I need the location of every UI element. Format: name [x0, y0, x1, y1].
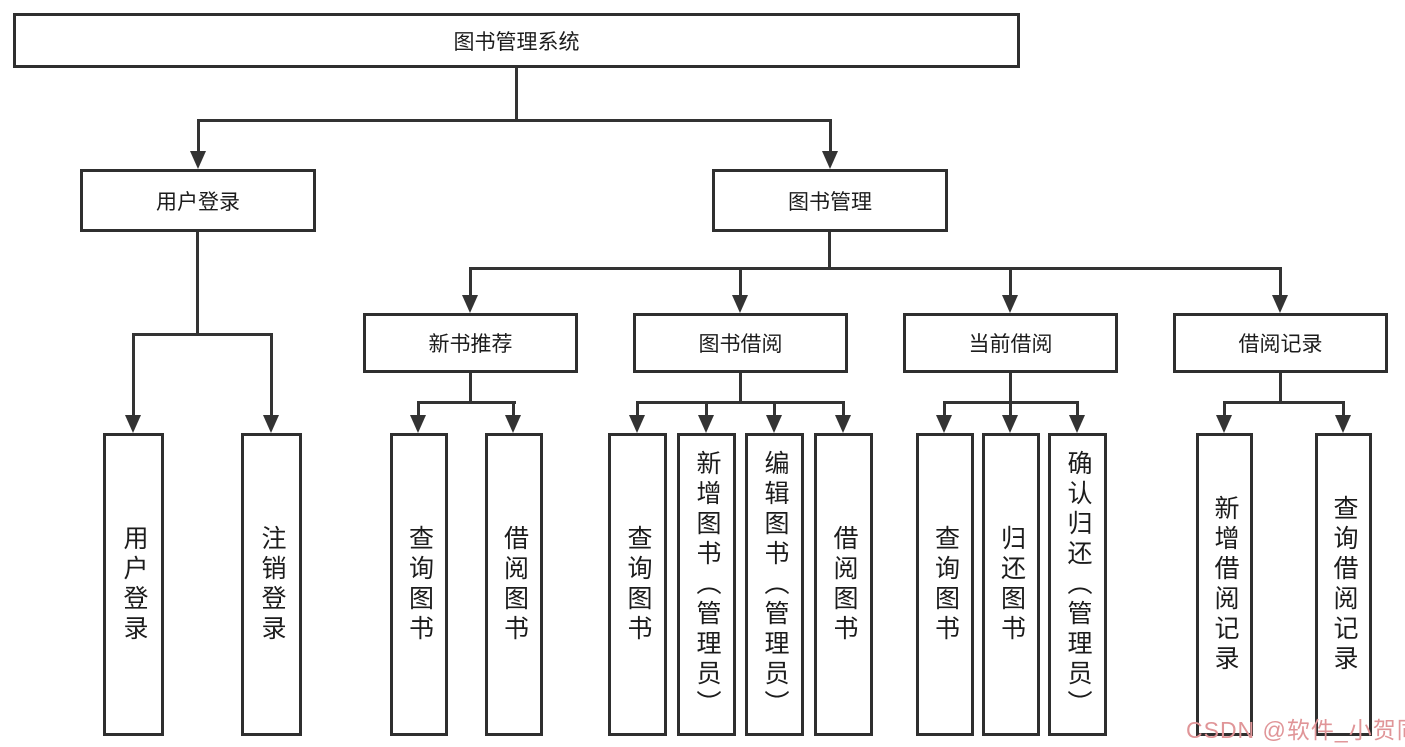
- connector-vline: [1009, 401, 1012, 417]
- node-label: 新增图书（管理员）: [693, 449, 721, 720]
- arrow-down-icon: [835, 415, 851, 433]
- arrow-down-icon: [936, 415, 952, 433]
- connector-vline: [196, 232, 199, 336]
- connector-hline: [469, 267, 1282, 270]
- arrow-down-icon: [263, 415, 279, 433]
- node-label: 借阅图书: [830, 524, 858, 645]
- node-label: 确认归还（管理员）: [1064, 449, 1092, 720]
- arrow-down-icon: [1002, 415, 1018, 433]
- connector-vline: [943, 401, 946, 417]
- arrow-down-icon: [822, 151, 838, 169]
- node-label: 借阅图书: [500, 524, 529, 645]
- node-label: 查询借阅记录: [1330, 494, 1358, 675]
- arrow-down-icon: [462, 295, 478, 313]
- connector-vline: [636, 401, 639, 417]
- leaf-add-books-admin: 新增图书（管理员）: [677, 433, 736, 736]
- connector-vline: [1076, 401, 1079, 417]
- arrow-down-icon: [766, 415, 782, 433]
- connector-vline: [469, 267, 472, 297]
- arrow-down-icon: [1335, 415, 1351, 433]
- leaf-query-books-recommend: 查询图书: [390, 433, 448, 736]
- connector-vline: [1342, 401, 1345, 417]
- arrow-down-icon: [410, 415, 426, 433]
- node-borrow-records: 借阅记录: [1173, 313, 1388, 373]
- arrow-down-icon: [505, 415, 521, 433]
- arrow-down-icon: [1069, 415, 1085, 433]
- node-label: 编辑图书（管理员）: [761, 449, 789, 720]
- connector-vline: [1009, 373, 1012, 404]
- connector-hline: [197, 119, 832, 122]
- node-library-system: 图书管理系统: [13, 13, 1020, 68]
- connector-vline: [705, 401, 708, 417]
- node-user-login: 用户登录: [80, 169, 316, 232]
- node-label: 用户登录: [156, 190, 240, 214]
- connector-vline: [739, 373, 742, 404]
- leaf-query-books-current: 查询图书: [916, 433, 974, 736]
- arrow-down-icon: [190, 151, 206, 169]
- node-label: 图书借阅: [698, 333, 783, 356]
- node-label: 图书管理: [788, 190, 872, 214]
- connector-vline: [739, 267, 742, 297]
- node-label: 借阅记录: [1238, 333, 1323, 356]
- leaf-user-login: 用户登录: [103, 433, 164, 736]
- connector-vline: [828, 232, 831, 270]
- arrow-down-icon: [629, 415, 645, 433]
- node-label: 查询图书: [405, 524, 434, 645]
- connector-vline: [1279, 373, 1282, 404]
- node-current-borrow: 当前借阅: [903, 313, 1118, 373]
- node-label: 注销登录: [258, 524, 286, 645]
- node-label: 查询图书: [931, 524, 960, 645]
- connector-vline: [512, 401, 515, 417]
- arrow-down-icon: [732, 295, 748, 313]
- csdn-watermark: CSDN @软件_小贺同学: [1186, 717, 1405, 743]
- node-label: 当前借阅: [968, 333, 1053, 356]
- connector-vline: [417, 401, 420, 417]
- node-book-borrow: 图书借阅: [633, 313, 848, 373]
- connector-vline: [1223, 401, 1226, 417]
- connector-vline: [469, 373, 472, 404]
- node-label: 新书推荐: [428, 333, 513, 356]
- connector-vline: [773, 401, 776, 417]
- node-label: 用户登录: [120, 524, 148, 645]
- leaf-borrow-books: 借阅图书: [814, 433, 873, 736]
- arrow-down-icon: [1272, 295, 1288, 313]
- leaf-edit-books-admin: 编辑图书（管理员）: [745, 433, 804, 736]
- node-label: 新增借阅记录: [1211, 494, 1239, 675]
- connector-vline: [829, 119, 832, 153]
- arrow-down-icon: [698, 415, 714, 433]
- connector-hline: [417, 401, 516, 404]
- node-label: 查询图书: [624, 524, 652, 645]
- leaf-confirm-return-admin: 确认归还（管理员）: [1048, 433, 1107, 736]
- arrow-down-icon: [1002, 295, 1018, 313]
- leaf-borrow-books-recommend: 借阅图书: [485, 433, 543, 736]
- leaf-query-borrow-record: 查询借阅记录: [1315, 433, 1372, 736]
- leaf-query-books-borrow: 查询图书: [608, 433, 667, 736]
- connector-hline: [132, 333, 273, 336]
- node-book-management: 图书管理: [712, 169, 948, 232]
- connector-vline: [1279, 267, 1282, 297]
- arrow-down-icon: [1216, 415, 1232, 433]
- connector-hline: [636, 401, 845, 404]
- connector-vline: [132, 333, 135, 417]
- node-label: 图书管理系统: [453, 30, 580, 54]
- node-label: 归还图书: [997, 524, 1026, 645]
- leaf-logout: 注销登录: [241, 433, 302, 736]
- connector-vline: [515, 66, 518, 122]
- connector-vline: [1009, 267, 1012, 297]
- arrow-down-icon: [125, 415, 141, 433]
- connector-vline: [197, 119, 200, 153]
- leaf-add-borrow-record: 新增借阅记录: [1196, 433, 1253, 736]
- connector-hline: [1223, 401, 1345, 404]
- connector-vline: [270, 333, 273, 417]
- connector-vline: [842, 401, 845, 417]
- node-new-book-recommend: 新书推荐: [363, 313, 578, 373]
- leaf-return-books: 归还图书: [982, 433, 1040, 736]
